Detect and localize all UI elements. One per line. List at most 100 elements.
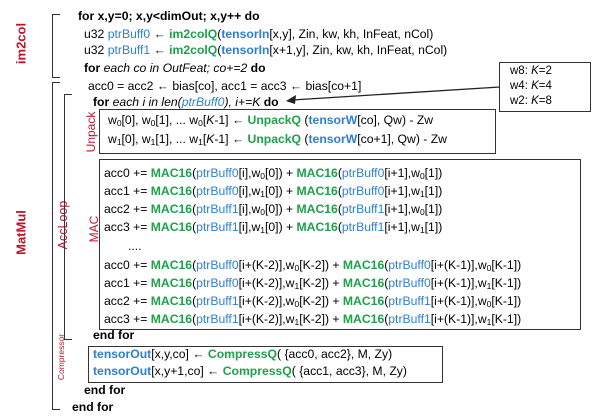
weight-subscript: 0 [260, 207, 266, 217]
paren: ( [384, 276, 389, 290]
weight-subscript: 1 [419, 189, 425, 199]
code-line-dots: .... [128, 239, 142, 253]
k-legend-box [499, 62, 591, 112]
buffer-name: ptrBuff0 [341, 184, 385, 198]
paren: ( [384, 312, 389, 326]
legend-arrow [286, 86, 501, 104]
index: [i],w [238, 166, 261, 180]
weight-index: [0]) + [265, 202, 297, 216]
buffer-name: ptrBuff0 [196, 166, 239, 180]
code-line-unpack-0: w0[0], w0[1], ... w0[K-1] ← UnpackQ (ten… [108, 113, 434, 128]
code-line-acc-init: acc0 = acc2 ← bias[co], acc1 = acc3 ← bi… [88, 79, 362, 93]
matmul-bracket [52, 82, 60, 410]
index: [i],w [238, 202, 261, 216]
buffer-name: ptrBuff1 [196, 220, 239, 234]
mac-code-line: acc3 += MAC16(ptrBuff1[i],w1[0]) + MAC16… [104, 220, 442, 238]
mac-code-line: acc1 += MAC16(ptrBuff0[i+(K-2)],w1[K-2])… [104, 276, 521, 294]
paren: ( [384, 294, 389, 308]
buffer-name: ptrBuff1 [341, 202, 385, 216]
weight-index: [1]) [424, 220, 443, 234]
code-line-for-co: for each co in OutFeat; co+=2 do [84, 61, 266, 75]
weight-index: [1]) [424, 202, 443, 216]
compress-box [88, 346, 443, 383]
code-line-unpack-1: w1[0], w1[1], ... w1[K-1] ← UnpackQ (ten… [108, 132, 447, 147]
im2col-label: im2col [13, 22, 29, 65]
buffer-name: ptrBuff0 [196, 276, 239, 290]
code-line-im2col-1: u32 ptrBuff1 ← im2colQ(tensorIn[x+1,y], … [84, 43, 448, 57]
index: [i+(K-1)],w [430, 312, 487, 326]
mac16-fn: MAC16 [150, 294, 193, 308]
weight-subscript: 1 [486, 281, 492, 291]
mac16-fn: MAC16 [342, 312, 385, 326]
weight-index: [0]) + [265, 184, 297, 198]
paren: ( [337, 202, 342, 216]
paren: ( [192, 294, 197, 308]
index: [i],w [238, 184, 261, 198]
mac16-fn: MAC16 [296, 166, 338, 180]
weight-index: [1]) [424, 166, 443, 180]
weight-subscript: 0 [260, 171, 266, 181]
acc-target: acc3 += [104, 220, 151, 234]
weight-index: [0]) + [265, 220, 297, 234]
acc-target: acc2 += [104, 294, 151, 308]
code-line-for-xy: for x,y=0; x,y<dimOut; x,y++ do [78, 9, 260, 23]
weight-index: [K-1]) [491, 276, 522, 290]
weight-index: [0]) + [265, 166, 297, 180]
mac16-fn: MAC16 [342, 276, 385, 290]
code-line-compress-1: tensorOut[x,y+1,co] ← CompressQ( {acc1, … [93, 364, 407, 378]
weight-subscript: 1 [260, 225, 266, 235]
weight-subscript: 0 [486, 263, 492, 273]
mac16-fn: MAC16 [150, 202, 193, 216]
mac16-fn: MAC16 [150, 258, 193, 272]
paren: ( [337, 220, 342, 234]
weight-index: [K-2]) + [299, 276, 343, 290]
mac-code-line: acc2 += MAC16(ptrBuff1[i],w0[0]) + MAC16… [104, 202, 442, 220]
buffer-name: ptrBuff1 [196, 312, 239, 326]
paren: ( [337, 184, 342, 198]
code-line-endfor-xy: end for [72, 400, 114, 414]
buffer-name: ptrBuff1 [341, 220, 385, 234]
weight-subscript: 0 [486, 299, 492, 309]
index: [i+1],w [384, 166, 420, 180]
weight-subscript: 0 [419, 207, 425, 217]
mac16-fn: MAC16 [150, 184, 193, 198]
code-line-endfor-co: end for [84, 383, 126, 397]
paren: ( [192, 220, 197, 234]
weight-subscript: 1 [260, 189, 266, 199]
acc-target: acc1 += [104, 276, 151, 290]
paren: ( [192, 202, 197, 216]
index: [i+1],w [384, 220, 420, 234]
weight-subscript: 0 [294, 299, 300, 309]
buffer-name: ptrBuff1 [388, 294, 431, 308]
mac-code-line: acc0 += MAC16(ptrBuff0[i+(K-2)],w0[K-2])… [104, 258, 521, 276]
mac16-fn: MAC16 [296, 220, 338, 234]
index: [i+1],w [384, 202, 420, 216]
code-line-endfor-inner: end for [93, 328, 135, 342]
weight-subscript: 1 [419, 225, 425, 235]
acc-target: acc3 += [104, 312, 151, 326]
weight-index: [K-2]) + [299, 258, 343, 272]
paren: ( [384, 258, 389, 272]
mac16-fn: MAC16 [296, 202, 338, 216]
buffer-name: ptrBuff0 [196, 258, 239, 272]
index: [i+(K-2)],w [238, 312, 295, 326]
mac16-fn: MAC16 [150, 312, 193, 326]
index: [i+(K-1)],w [430, 258, 487, 272]
weight-index: [K-2]) + [299, 294, 343, 308]
mac-box [99, 159, 581, 330]
mac-code-line: acc3 += MAC16(ptrBuff1[i+(K-2)],w1[K-2])… [104, 312, 521, 330]
buffer-name: ptrBuff0 [388, 258, 431, 272]
weight-index: [K-2]) + [299, 312, 343, 326]
paren: ( [337, 166, 342, 180]
index: [i+(K-2)],w [238, 276, 295, 290]
acc-target: acc0 += [104, 166, 151, 180]
mac16-fn: MAC16 [150, 166, 193, 180]
index: [i+1],w [384, 184, 420, 198]
acc-target: acc1 += [104, 184, 151, 198]
mac-code-line: acc1 += MAC16(ptrBuff0[i],w1[0]) + MAC16… [104, 184, 442, 202]
paren: ( [192, 276, 197, 290]
buffer-name: ptrBuff1 [196, 294, 239, 308]
mac16-fn: MAC16 [342, 294, 385, 308]
buffer-name: ptrBuff1 [388, 312, 431, 326]
mac-code-line: acc0 += MAC16(ptrBuff0[i],w0[0]) + MAC16… [104, 166, 442, 184]
